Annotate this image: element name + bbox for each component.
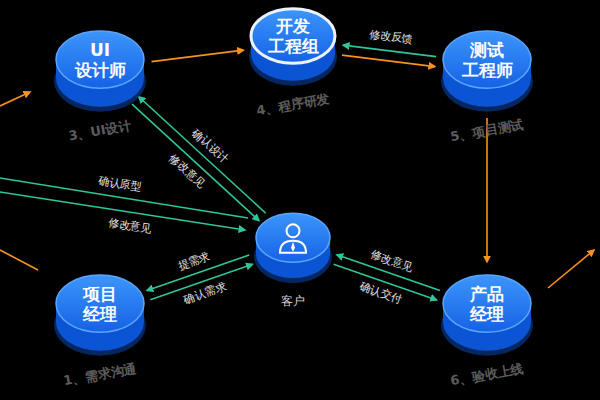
flow-connector [139,97,266,213]
node-title: 项目 经理 [69,284,131,324]
edge-label: 确认设计 [190,126,231,165]
flow-connector [147,255,249,290]
role-node: UI 设计师3、UI设计 [54,26,146,110]
edge-label: 修改意见 [167,152,208,191]
flow-connector [337,255,440,291]
role-node: 开发 工程组4、程序研发 [249,4,337,84]
coin-top [443,31,531,88]
customer-node: 客户 [254,209,332,281]
node-title: UI 设计师 [69,40,131,80]
person-icon [280,241,306,253]
person-icon [291,242,295,252]
edge-label: 提需求 [176,250,211,273]
node-caption: 3、UI设计 [67,117,133,146]
node-title: 产品 经理 [456,284,518,324]
coin-top [56,31,144,88]
role-node: 产品 经理6、验收上线 [441,270,533,354]
node-caption: 1、需求沟通 [62,360,138,391]
flow-connector [150,264,252,299]
flow-connector [334,264,437,300]
coin-shape [254,209,332,281]
exit-flow-arrow [548,250,594,288]
node-caption: 客户 [281,293,305,310]
role-node: 项目 经理1、需求沟通 [54,270,146,354]
flow-connector [343,45,436,56]
flow-connector [152,50,244,61]
edge-label: 确认需求 [182,280,228,307]
node-caption: 5、项目测试 [449,116,525,147]
role-node: 测试 工程师5、项目测试 [441,26,533,110]
node-caption: 6、验收上线 [449,360,525,391]
edge-label: 确认交付 [358,280,404,307]
node-title: 开发 工程组 [262,16,324,56]
flow-connector [132,104,259,220]
offscreen-flow-arrow [0,92,30,106]
coin-top [443,275,531,332]
node-title: 测试 工程师 [456,40,518,80]
node-caption: 4、程序研发 [255,90,331,121]
connector-label: 确认原型 [97,174,142,194]
person-icon [287,224,300,237]
coin-top [56,275,144,332]
offscreen-flow-line [0,250,38,270]
edge-label: 修改反馈 [369,28,414,46]
connector-label: 修改意见 [107,216,152,236]
offscreen-connector [0,192,245,230]
coin-top [256,213,330,262]
edge-label: 修改意见 [369,248,415,275]
flow-connector [342,55,435,66]
coin-top [251,9,335,63]
